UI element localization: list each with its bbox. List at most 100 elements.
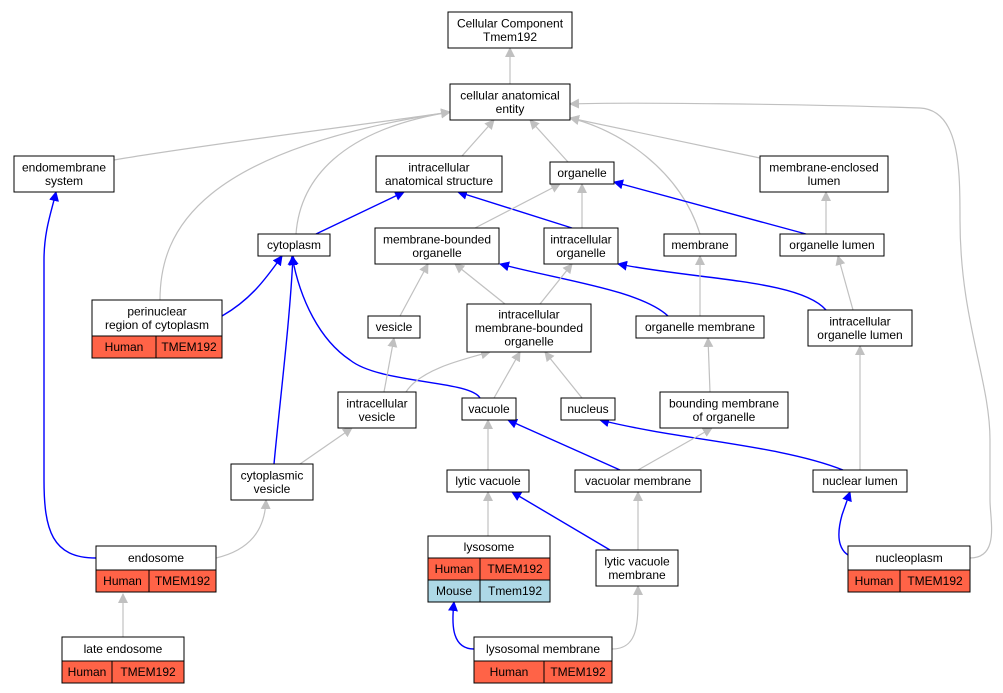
gene-cell [111,660,185,684]
term-label-line: Tmem192 [483,30,537,44]
term-label-line: organelle lumen [817,328,902,342]
term-node-nl[interactable]: nuclear lumen [812,469,908,493]
term-node-cytoplasm[interactable]: cytoplasm [257,233,331,257]
gene-label: TMEM192 [161,340,217,354]
term-box [230,463,314,501]
term-label-line: organelle membrane [645,320,755,334]
edge-nucleoplasm-to-cae [569,98,993,559]
term-label-line: membrane-bounded [383,232,491,246]
term-label-line: Cellular Component [457,16,564,30]
term-node-membrane[interactable]: membrane [663,233,737,257]
edge-endosome-to-cv [215,499,271,559]
edge-iv-to-imbo [405,349,491,393]
term-node-vm[interactable]: vacuolar membrane [574,469,702,493]
term-label-line: intracellular [550,232,611,246]
gene-label: TMEM192 [907,574,963,588]
edge-ias-to-cae [461,119,495,157]
term-box [663,233,737,257]
term-label-line: endomembrane [22,160,106,174]
edge-lm-to-lysosome [448,601,475,650]
edge-vacuole-to-cytoplasm [288,255,481,399]
edge-layer [43,47,993,650]
gene-cell [148,569,217,593]
term-box [375,155,503,193]
gene-label: TMEM192 [550,665,606,679]
term-label-line: lysosome [464,540,515,554]
term-box [367,315,421,339]
term-label-line: lumen [808,174,841,188]
term-label-line: intracellular [408,160,469,174]
edge-ol-to-organelle [613,179,807,235]
term-node-nucleus[interactable]: nucleus [560,397,616,421]
term-label-line: entity [496,102,525,116]
term-box [337,391,417,429]
edge-iv-to-vesicle [383,337,398,393]
term-box [374,227,500,265]
gene-label: Tmem192 [488,584,542,598]
term-label-line: nucleoplasm [875,551,942,565]
edge-vm-to-vacuole [507,419,621,471]
species-label: Human [68,665,107,679]
term-box [595,549,679,587]
term-node-organelle[interactable]: organelle [549,161,615,185]
term-label-line: intracellular [346,396,407,410]
term-label-line: endosome [128,551,184,565]
edge-vm-to-bmo [637,427,713,471]
edge-cytoplasm-to-ias [315,191,405,235]
term-label-line: lytic vacuole [455,474,521,488]
term-node-lv[interactable]: lytic vacuole [446,469,530,493]
term-box [807,309,913,347]
gene-cell [155,335,223,359]
term-box [449,83,571,121]
gene-label: TMEM192 [120,665,176,679]
species-label: Human [103,574,142,588]
term-label-line: cytoplasmic [241,468,304,482]
term-box [779,233,885,257]
term-label-line: system [45,174,83,188]
term-label-line: of organelle [693,410,756,424]
species-label: Human [435,562,474,576]
term-label-line: organelle [557,166,607,180]
term-box [635,315,765,339]
term-node-vacuole[interactable]: vacuole [461,397,517,421]
term-box [95,545,217,571]
edge-vesicle-to-mbo [399,263,429,317]
edge-nl-to-nucleus [599,417,844,471]
term-box [473,636,613,662]
edge-lm-to-lvm [611,585,644,650]
term-label-line: nucleus [567,402,608,416]
edge-cytoplasm-to-cae [295,108,451,235]
species-label: Human [855,574,894,588]
term-node-vesicle[interactable]: vesicle [367,315,421,339]
edge-cv-to-iv [299,427,353,465]
gene-label: TMEM192 [155,574,211,588]
term-node-om[interactable]: organelle membrane [635,315,765,339]
term-box [461,397,517,421]
term-node-ol[interactable]: organelle lumen [779,233,885,257]
term-label-line: organelle [556,246,606,260]
species-label: Mouse [436,584,472,598]
term-label-line: vacuole [468,402,510,416]
edge-perinuclear-to-cae [159,108,451,301]
edge-imbo-to-io [539,263,573,305]
gene-cell [899,569,971,593]
